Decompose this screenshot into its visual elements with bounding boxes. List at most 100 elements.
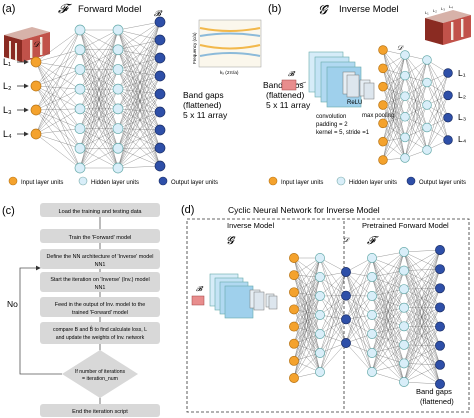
network-edge: [371, 251, 405, 297]
flow-step-text: Feed in the output of Inv. model to the: [55, 302, 145, 308]
network-edge: [371, 251, 405, 354]
output-unit: [443, 112, 453, 123]
network-edge: [117, 21, 161, 169]
input-unit: [289, 338, 299, 349]
network-edge: [293, 309, 321, 335]
network-edge: [319, 271, 347, 354]
network-edge: [117, 29, 161, 95]
network-edge: [79, 29, 119, 109]
flow-step-text: Start the iteration on 'Inverse' (Inv.) …: [50, 277, 149, 283]
network-edge: [403, 307, 441, 365]
network-edge: [117, 89, 161, 113]
output-label: L₄: [458, 134, 467, 144]
input-unit: [378, 81, 388, 92]
network-edge: [117, 108, 161, 167]
network-edge: [117, 49, 161, 131]
network-edge: [117, 21, 161, 90]
hidden-unit: [112, 123, 124, 134]
forward-network-a: [30, 16, 166, 174]
network-edge: [35, 29, 81, 63]
network-edge: [382, 86, 406, 138]
inverse-network-b: [378, 45, 453, 165]
network-edge: [35, 85, 81, 109]
network-edge: [117, 21, 161, 129]
network-edge: [403, 381, 441, 385]
hidden-unit: [367, 329, 377, 339]
network-edge: [403, 344, 441, 365]
network-edge: [403, 249, 441, 364]
network-edge: [382, 104, 406, 159]
network-edge: [117, 57, 161, 90]
flow-step-text: Load the training and testing data: [58, 209, 142, 215]
output-unit: [341, 290, 351, 301]
network-edge: [371, 295, 405, 364]
input-symbol-b: 𝓑: [288, 71, 296, 78]
flow-step-text: Train the 'Forward' model: [69, 235, 132, 241]
network-edge: [293, 276, 321, 310]
inverse-model-label: Inverse Model: [227, 221, 274, 230]
output-unit: [154, 124, 166, 136]
flow-step-load: [40, 203, 160, 217]
network-edge: [117, 21, 161, 149]
network-edge: [403, 289, 441, 327]
network-edge: [293, 314, 321, 344]
input-text: 5 x 11 array: [266, 100, 311, 110]
network-edge: [403, 269, 441, 383]
network-edge: [403, 326, 441, 365]
network-edge: [79, 128, 119, 169]
input-connector-b: [295, 81, 307, 86]
network-edge: [382, 49, 406, 76]
network-edge: [345, 271, 373, 297]
network-edge: [319, 314, 347, 344]
layered-structure-icon-b: L₁ L₂ L₃ L₄: [425, 4, 471, 45]
network-edge: [382, 68, 406, 117]
network-edge: [371, 333, 405, 383]
network-edge: [426, 95, 449, 151]
network-edge: [403, 363, 441, 385]
network-edge: [345, 257, 373, 296]
flow-step-train-forward: [40, 229, 160, 243]
hidden-unit: [367, 348, 377, 358]
network-edge: [79, 148, 119, 169]
conv-block-d: [209, 273, 278, 319]
input-unit: [289, 373, 299, 383]
output-unit: [435, 340, 445, 351]
input-unit: [378, 45, 388, 55]
network-edge: [345, 257, 373, 344]
network-edge: [371, 257, 405, 327]
network-edge: [293, 309, 321, 354]
hidden-unit: [74, 64, 86, 75]
output-unit: [435, 264, 445, 275]
flow-step-compare-loss: [40, 322, 160, 344]
network-edge: [345, 295, 373, 316]
network-edge: [35, 29, 81, 87]
network-edge: [117, 88, 161, 95]
network-edge: [35, 61, 81, 70]
network-edge: [345, 276, 373, 320]
network-edge: [371, 333, 405, 364]
hidden-unit: [399, 302, 409, 313]
network-edge: [117, 29, 161, 59]
network-edge: [35, 128, 81, 135]
network-edge: [117, 128, 161, 149]
network-edge: [79, 29, 119, 169]
network-edge: [404, 54, 428, 83]
network-edge: [403, 289, 441, 365]
network-edge: [371, 251, 405, 373]
network-edge: [403, 289, 441, 385]
network-edge: [404, 75, 428, 106]
network-edge: [404, 59, 428, 117]
network-edge: [117, 39, 161, 109]
network-edge: [382, 86, 406, 159]
output-unit: [341, 314, 351, 325]
network-edge: [117, 89, 161, 131]
network-edge: [345, 295, 373, 335]
network-edge: [319, 276, 347, 296]
input-label: L₄: [3, 129, 12, 139]
network-edge: [293, 292, 321, 335]
network-edge: [117, 129, 161, 149]
network-edge: [117, 49, 161, 95]
output-unit: [435, 283, 445, 294]
network-edge: [404, 104, 428, 159]
network-edge: [35, 29, 81, 111]
